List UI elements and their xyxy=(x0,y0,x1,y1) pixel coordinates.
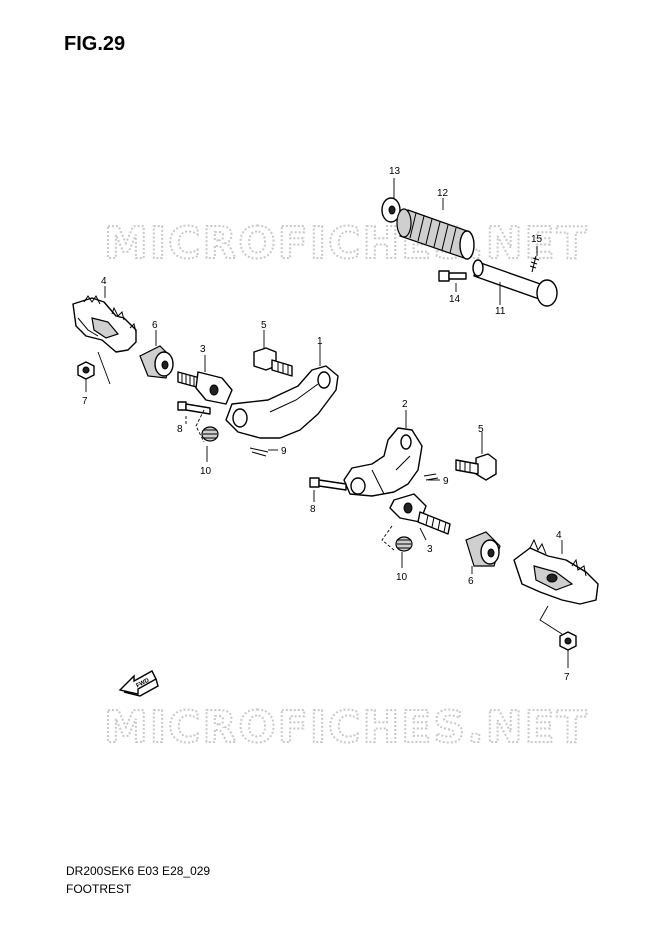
label-5-left: 5 xyxy=(261,320,267,331)
bolt-8-right xyxy=(309,477,347,491)
bolt-8-left xyxy=(177,401,211,415)
label-7-left: 7 xyxy=(82,396,88,407)
bracket-1-left xyxy=(225,365,339,439)
watermark-top: MICROFICHES.NET xyxy=(104,218,589,269)
label-4-right: 4 xyxy=(556,530,562,541)
diagram-name: FOOTREST xyxy=(66,882,132,896)
washer-13 xyxy=(381,197,401,223)
label-3-right: 3 xyxy=(427,544,433,555)
label-8-right: 8 xyxy=(310,504,316,515)
label-14: 14 xyxy=(449,294,461,305)
label-1: 1 xyxy=(317,336,323,347)
label-5-right: 5 xyxy=(478,424,484,435)
label-12: 12 xyxy=(437,188,449,199)
label-9-left: 9 xyxy=(281,446,287,457)
watermark-bottom: MICROFICHES.NET xyxy=(104,702,589,753)
label-4-left: 4 xyxy=(101,276,107,287)
cotter-pin-9-right xyxy=(423,473,439,481)
bolt-5-right xyxy=(455,453,497,481)
footrest-4-left xyxy=(72,295,137,353)
footrest-4-right xyxy=(513,538,599,605)
label-9-right: 9 xyxy=(443,476,449,487)
cotter-pin-9-left xyxy=(249,447,269,457)
label-8-left: 8 xyxy=(177,424,183,435)
label-3-left: 3 xyxy=(200,344,206,355)
pivot-pin-3-right xyxy=(389,493,451,535)
bushing-6-right xyxy=(465,531,501,567)
label-7-right: 7 xyxy=(564,672,570,683)
bolt-5-left xyxy=(253,347,293,377)
bushing-6-left xyxy=(139,345,174,379)
spring-10-left xyxy=(201,426,219,442)
figure-title: FIG.29 xyxy=(64,33,126,55)
spring-10-right xyxy=(395,536,413,552)
bolt-14 xyxy=(438,270,467,282)
forward-arrow-icon: FWD xyxy=(118,670,159,697)
bracket-2-right xyxy=(343,427,423,497)
pin-15 xyxy=(529,255,540,273)
label-10-right: 10 xyxy=(396,572,408,583)
label-10-left: 10 xyxy=(200,466,212,477)
label-13: 13 xyxy=(389,166,401,177)
label-6-right: 6 xyxy=(468,576,474,587)
label-15: 15 xyxy=(531,234,543,245)
label-6-left: 6 xyxy=(152,320,158,331)
diagram-code: DR200SEK6 E03 E28_029 xyxy=(66,864,211,878)
pivot-pin-3-left xyxy=(177,371,233,405)
grip-rubber-12 xyxy=(396,208,475,260)
nut-7-left xyxy=(77,361,95,380)
label-11: 11 xyxy=(495,306,506,317)
nut-7-right xyxy=(559,631,577,651)
footrest-bar-11 xyxy=(472,259,558,307)
label-2: 2 xyxy=(402,399,408,410)
